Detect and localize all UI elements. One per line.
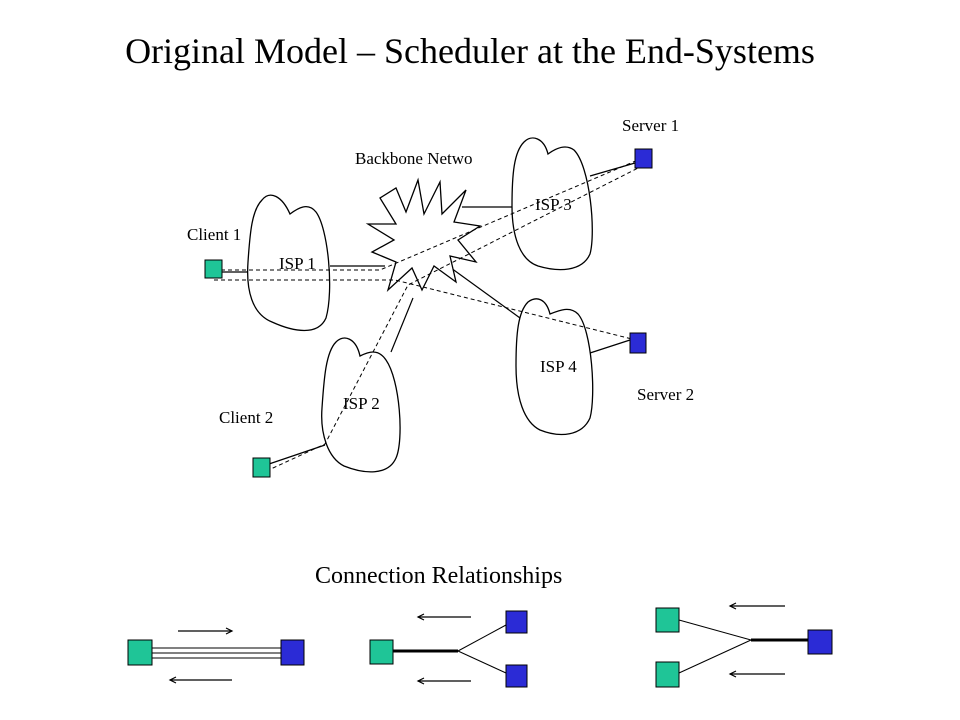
dashed-client1-server2 bbox=[214, 279, 637, 341]
isp1-cloud bbox=[246, 194, 331, 332]
client2-label: Client 2 bbox=[219, 408, 274, 427]
isp2-cloud bbox=[321, 337, 401, 473]
isp-clouds bbox=[246, 137, 594, 473]
isp3-label: ISP 3 bbox=[535, 195, 572, 214]
client1-label: Client 1 bbox=[187, 225, 242, 244]
server2-node bbox=[629, 332, 647, 354]
slide-title: Original Model – Scheduler at the End-Sy… bbox=[125, 31, 815, 71]
solid-links bbox=[222, 162, 636, 465]
dashed-client1-server1 bbox=[214, 159, 639, 271]
rel1-server bbox=[280, 639, 305, 666]
link-isp3-server1 bbox=[589, 162, 636, 177]
rel2-server-bottom bbox=[505, 664, 528, 688]
rel1-client bbox=[127, 639, 153, 666]
rel3-client-bottom bbox=[655, 661, 680, 688]
rel3-client-top bbox=[655, 607, 680, 633]
dashed-client2-server1 bbox=[259, 165, 643, 475]
link-client2-isp2 bbox=[268, 444, 326, 465]
relationship-one-to-many bbox=[369, 610, 528, 688]
relationship-one-to-one bbox=[127, 627, 305, 684]
isp4-label: ISP 4 bbox=[540, 357, 577, 376]
isp2-label: ISP 2 bbox=[343, 394, 380, 413]
server1-node bbox=[634, 148, 653, 169]
server1-label: Server 1 bbox=[622, 116, 680, 135]
client1-node bbox=[204, 259, 223, 279]
client2-node bbox=[252, 457, 271, 478]
isp1-label: ISP 1 bbox=[279, 254, 316, 273]
server2-label: Server 2 bbox=[637, 385, 695, 404]
rel3-server bbox=[807, 629, 833, 655]
link-isp4-server2 bbox=[589, 339, 631, 354]
isp4-cloud bbox=[515, 298, 594, 436]
dashed-paths bbox=[214, 159, 643, 475]
isp3-cloud bbox=[511, 137, 593, 271]
rel2-client bbox=[369, 639, 394, 665]
backbone-network-shape bbox=[365, 177, 482, 293]
connection-relationships-title: Connection Relationships bbox=[315, 563, 563, 589]
backbone-network-label: Backbone Netwo bbox=[355, 149, 473, 168]
rel2-server-top bbox=[505, 610, 528, 634]
link-backbone-isp2 bbox=[390, 297, 414, 353]
relationship-many-to-one bbox=[655, 602, 833, 688]
